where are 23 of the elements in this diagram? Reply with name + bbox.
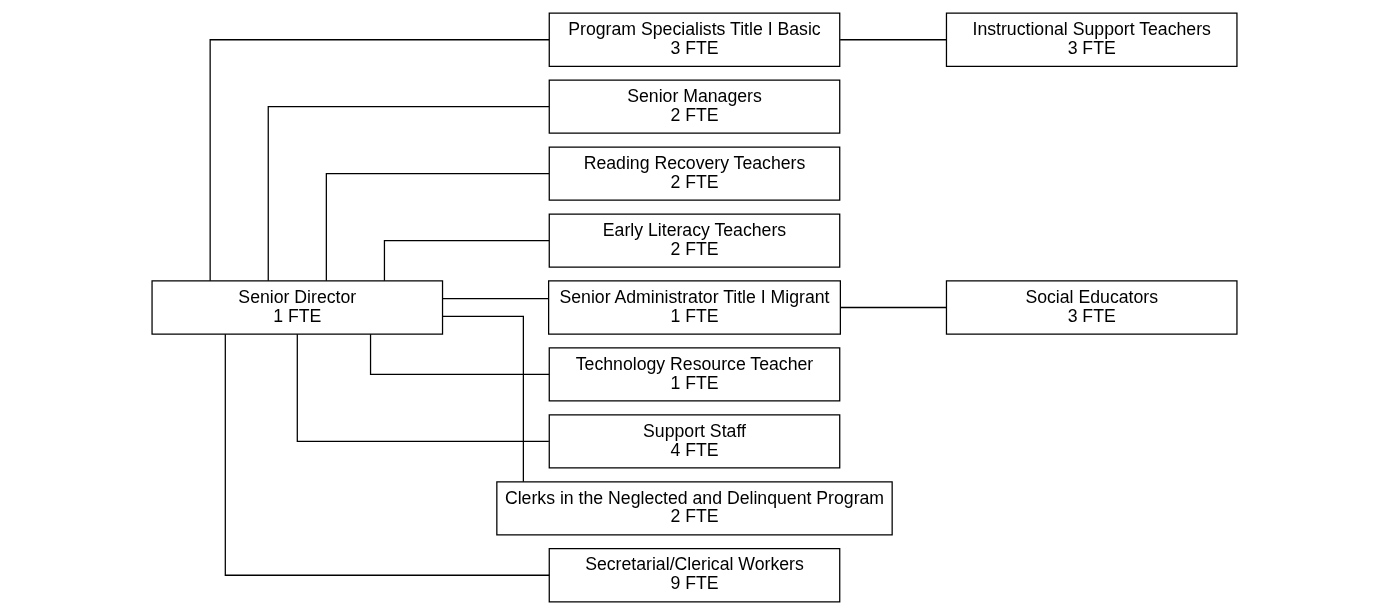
connector: [224, 333, 550, 576]
node-box: Early Literacy Teachers 2 FTE: [548, 213, 841, 268]
node-box: Secretarial/Clerical Workers 9 FTE: [548, 548, 841, 603]
connector: [839, 39, 948, 41]
connector: [369, 333, 550, 376]
connector: [442, 315, 524, 483]
connector: [325, 173, 550, 282]
node-box: Senior Director 1 FTE: [151, 280, 444, 335]
node-box: Clerks in the Neglected and Delinquent Program 2 FTE: [496, 481, 893, 536]
connector: [267, 106, 550, 282]
node-box: Support Staff 4 FTE: [548, 414, 841, 469]
node-box: Senior Administrator Title I Migrant 1 FTE: [548, 280, 841, 335]
connector: [442, 298, 550, 300]
node-box: Program Specialists Title I Basic 3 FTE: [548, 12, 841, 67]
node-box: Technology Resource Teacher 1 FTE: [548, 347, 841, 402]
node-box: Reading Recovery Teachers 2 FTE: [548, 146, 841, 201]
connector: [840, 306, 947, 309]
node-box: Social Educators 3 FTE: [945, 280, 1238, 335]
connector: [296, 333, 550, 442]
connector: [209, 39, 550, 282]
node-box: Senior Managers 2 FTE: [548, 79, 841, 134]
connector: [383, 239, 550, 282]
node-box: Instructional Support Teachers 3 FTE: [945, 12, 1238, 67]
